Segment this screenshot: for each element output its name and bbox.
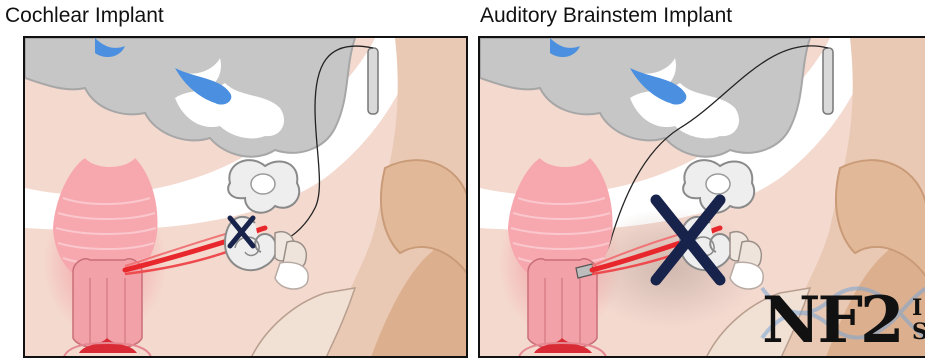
nf2-logo-side-text: I S bbox=[912, 296, 925, 344]
nf2-logo-text: NF2 bbox=[762, 286, 901, 358]
auditory-brainstem-implant-title: Auditory Brainstem Implant bbox=[480, 4, 732, 28]
cochlear-implant-diagram bbox=[23, 36, 468, 358]
nf2-logo: NF2 I S bbox=[756, 286, 925, 360]
implant-receiver bbox=[368, 48, 378, 114]
cochlear-implant-title: Cochlear Implant bbox=[5, 4, 164, 28]
implant-receiver bbox=[823, 48, 833, 114]
